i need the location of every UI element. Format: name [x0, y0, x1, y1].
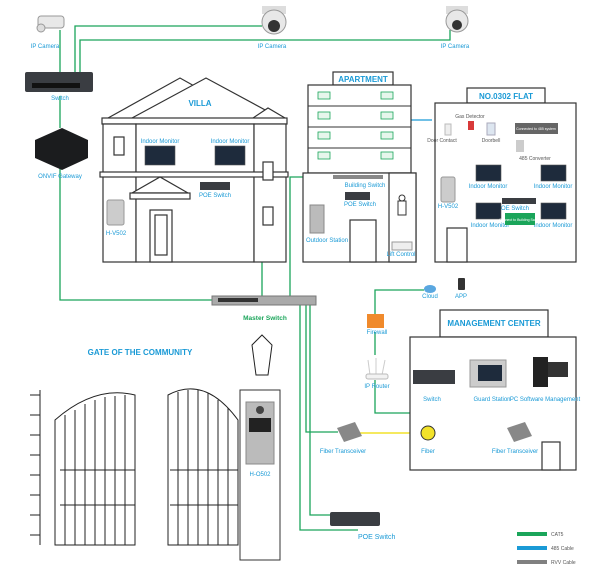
- onvif-gateway: ONVIF Gateway: [35, 128, 88, 180]
- management-center: MANAGEMENT CENTER Switch Guard Station P…: [320, 309, 581, 471]
- svg-text:APARTMENT: APARTMENT: [338, 75, 388, 84]
- svg-text:Fiber Transceiver: Fiber Transceiver: [320, 449, 366, 455]
- apartment-building: APARTMENT Building Switch POE Switch Out…: [302, 71, 417, 263]
- firewall: Firewall: [367, 314, 388, 336]
- svg-text:IP Camera: IP Camera: [258, 44, 287, 50]
- master-switch: Master Switch: [211, 295, 317, 322]
- svg-text:POE Switch: POE Switch: [344, 202, 376, 208]
- svg-text:VILLA: VILLA: [188, 99, 211, 108]
- svg-text:POE Switch: POE Switch: [199, 193, 231, 199]
- svg-text:IP Camera: IP Camera: [31, 44, 60, 50]
- legend-swatch-cat5: [517, 532, 547, 536]
- svg-text:CAT5: CAT5: [551, 532, 564, 538]
- svg-text:Cloud: Cloud: [422, 294, 438, 300]
- app-phone: APP: [455, 278, 467, 300]
- svg-text:Firewall: Firewall: [367, 330, 388, 336]
- svg-text:RVV Cable: RVV Cable: [551, 560, 576, 566]
- ip-camera-right: IP Camera: [441, 6, 470, 50]
- svg-text:ONVIF Gateway: ONVIF Gateway: [38, 174, 82, 180]
- svg-text:Outdoor Station: Outdoor Station: [306, 238, 348, 244]
- svg-text:Indoor Monitor: Indoor Monitor: [534, 184, 573, 190]
- svg-text:Indoor Monitor: Indoor Monitor: [469, 184, 508, 190]
- svg-text:Fiber Transceiver: Fiber Transceiver: [492, 449, 538, 455]
- svg-text:POE Switch: POE Switch: [358, 534, 395, 541]
- svg-text:Gas Detector: Gas Detector: [455, 114, 485, 120]
- svg-text:H-V502: H-V502: [106, 231, 127, 237]
- svg-text:GATE OF THE COMMUNITY: GATE OF THE COMMUNITY: [88, 348, 193, 357]
- svg-text:H-V502: H-V502: [438, 204, 459, 210]
- flat-building: NO.0302 FLAT Gas Detector Door Contact D…: [427, 87, 577, 263]
- svg-text:Master Switch: Master Switch: [243, 315, 287, 322]
- svg-text:Switch: Switch: [423, 397, 441, 403]
- ip-camera-middle: IP Camera: [258, 6, 287, 50]
- svg-text:APP: APP: [455, 294, 467, 300]
- svg-text:POE Switch: POE Switch: [497, 206, 529, 212]
- svg-text:485 Cable: 485 Cable: [551, 546, 574, 552]
- svg-text:Connect to Building Switch: Connect to Building Switch: [499, 218, 541, 222]
- svg-text:Door Contact: Door Contact: [427, 138, 457, 144]
- svg-text:Lift Control: Lift Control: [386, 252, 415, 258]
- cloud: Cloud: [422, 285, 438, 300]
- switch-device: Switch: [25, 72, 93, 102]
- svg-text:Building Switch: Building Switch: [345, 183, 386, 189]
- svg-text:Indoor Monitor: Indoor Monitor: [141, 139, 180, 145]
- ip-router: IP Router: [364, 358, 390, 390]
- svg-text:Switch: Switch: [51, 96, 69, 102]
- svg-text:Connected to 485 system: Connected to 485 system: [516, 127, 556, 131]
- svg-text:Indoor Monitor: Indoor Monitor: [534, 223, 573, 229]
- villa-building: VILLA Indoor Monitor Indoor Monitor POE …: [99, 77, 289, 263]
- indoor-monitor: [144, 145, 176, 166]
- svg-text:H-O502: H-O502: [249, 472, 271, 478]
- door-station: [106, 199, 125, 226]
- svg-text:485 Converter: 485 Converter: [519, 156, 551, 162]
- ip-camera-left: IP Camera: [31, 15, 65, 50]
- legend: CAT5 485 Cable RVV Cable: [517, 532, 576, 566]
- poe-switch: [200, 182, 230, 190]
- svg-text:MANAGEMENT CENTER: MANAGEMENT CENTER: [447, 319, 541, 328]
- apartment-door: [349, 219, 377, 263]
- legend-swatch-rvv: [517, 560, 547, 564]
- community-gate: GATE OF THE COMMUNITY H-O502: [30, 334, 281, 561]
- indoor-monitor: [214, 145, 246, 166]
- svg-text:NO.0302 FLAT: NO.0302 FLAT: [479, 92, 533, 101]
- lift-control: [391, 241, 413, 251]
- svg-text:IP Router: IP Router: [364, 384, 389, 390]
- svg-text:Indoor Monitor: Indoor Monitor: [471, 223, 510, 229]
- svg-text:Fiber: Fiber: [421, 449, 435, 455]
- svg-text:Doorbell: Doorbell: [482, 138, 501, 144]
- legend-swatch-485: [517, 546, 547, 550]
- outdoor-station: [309, 204, 325, 234]
- svg-text:PC Software Management: PC Software Management: [510, 397, 581, 403]
- poe-switch-bottom: POE Switch: [330, 512, 395, 541]
- svg-text:Guard Station: Guard Station: [473, 397, 510, 403]
- svg-text:Indoor Monitor: Indoor Monitor: [211, 139, 250, 145]
- svg-text:IP Camera: IP Camera: [441, 44, 470, 50]
